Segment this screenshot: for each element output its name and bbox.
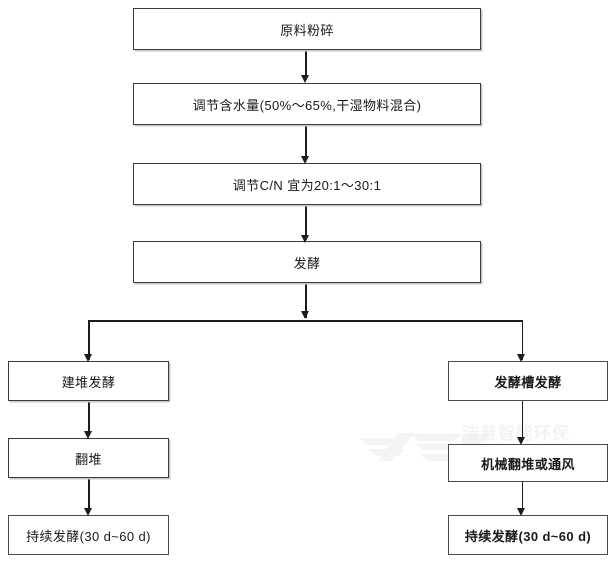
node-continuous-fermentation-left[interactable]: 持续发酵(30 d~60 d) (8, 515, 169, 555)
arrowhead-to-turning-pile (83, 431, 92, 439)
node-moisture-adjustment[interactable]: 调节含水量(50%～65%,干湿物料混合) (133, 83, 481, 125)
node-mechanical-turning-or-aeration[interactable]: 机械翻堆或通风 (448, 444, 608, 482)
connector-moisture-to-cn (305, 124, 307, 160)
connector-split-right-drop (521, 320, 523, 360)
connector-pile-to-turning (88, 401, 90, 435)
arrowhead-to-cn (300, 156, 309, 164)
node-label: 机械翻堆或通风 (481, 456, 575, 472)
connector-cn-to-fermentation (305, 205, 307, 239)
node-label: 翻堆 (75, 451, 102, 467)
connector-crushing-to-moisture (305, 49, 307, 79)
node-raw-material-crushing[interactable]: 原料粉碎 (133, 8, 481, 50)
connector-turning-to-continuous-left (88, 478, 90, 512)
arrowhead-to-continuous-left (83, 508, 92, 516)
arrowhead-to-continuous-right (517, 508, 525, 516)
node-turning-pile[interactable]: 翻堆 (8, 438, 169, 478)
node-fermentation[interactable]: 发酵 (133, 241, 481, 283)
brand-watermark-cn: 洁普智能环保 (462, 424, 570, 443)
connector-trough-to-mechanical (521, 401, 523, 441)
node-label: 持续发酵(30 d~60 d) (26, 528, 151, 544)
node-pile-fermentation[interactable]: 建堆发酵 (8, 361, 169, 401)
connector-mechanical-to-continuous-right (521, 482, 523, 512)
node-label: 建堆发酵 (61, 374, 116, 390)
arrowhead-to-trough-fermentation (517, 354, 525, 362)
arrowhead-to-split (300, 311, 309, 319)
node-label: 发酵槽发酵 (494, 374, 562, 390)
connector-split-left-drop (88, 320, 90, 360)
node-cn-ratio-adjustment[interactable]: 调节C/N 宜为20:1～30:1 (133, 163, 481, 205)
node-label: 调节含水量(50%～65%,干湿物料混合) (192, 97, 422, 113)
node-label: 持续发酵(30 d~60 d) (464, 528, 592, 544)
arrowhead-to-moisture (300, 75, 309, 83)
arrowhead-to-fermentation (300, 235, 309, 243)
connector-split-bar (88, 320, 523, 322)
node-label: 发酵 (293, 255, 321, 271)
node-label: 调节C/N 宜为20:1～30:1 (232, 177, 382, 193)
node-label: 原料粉碎 (280, 22, 334, 38)
node-continuous-fermentation-right[interactable]: 持续发酵(30 d~60 d) (448, 515, 608, 555)
arrowhead-to-pile-fermentation (83, 354, 92, 362)
arrowhead-to-mechanical-turning (517, 437, 525, 445)
connector-fermentation-to-split (305, 283, 307, 318)
node-trough-fermentation[interactable]: 发酵槽发酵 (448, 361, 608, 401)
